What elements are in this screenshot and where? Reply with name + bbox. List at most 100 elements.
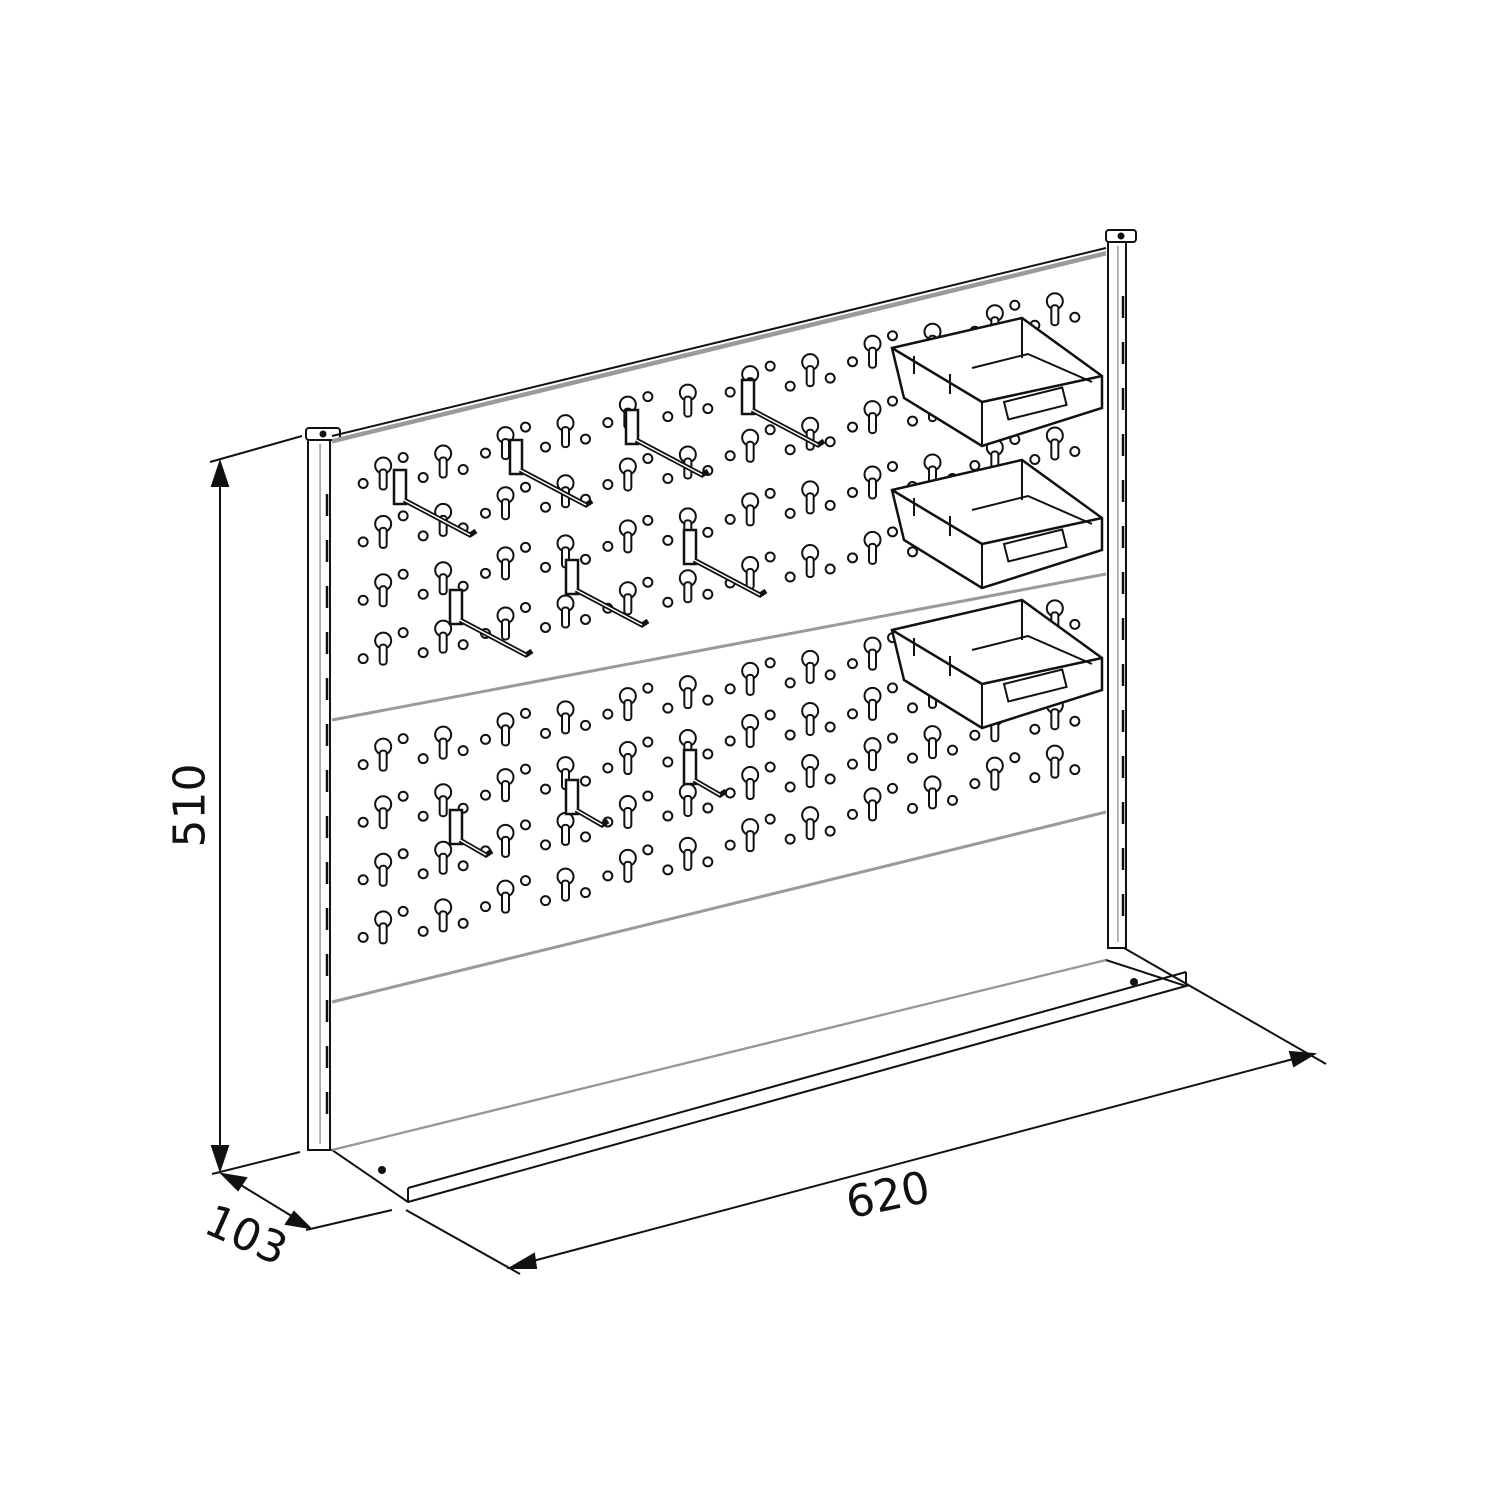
peg-hole-icon: [457, 464, 469, 476]
peg-hole-icon: [784, 677, 796, 689]
hook-bracket: [392, 468, 408, 506]
peg-hole-icon: [397, 510, 409, 522]
arrowhead-icon: [210, 1145, 230, 1174]
peg-hole-icon: [602, 762, 614, 774]
top-rail: [331, 247, 1107, 437]
keyhole-slot-icon: [501, 780, 510, 803]
peg-hole-icon: [457, 917, 469, 929]
peg-hole-icon: [540, 441, 551, 453]
peg-hole-icon: [417, 472, 429, 484]
keyhole-slot-icon: [378, 922, 388, 945]
peg-hole-icon: [702, 403, 714, 415]
peg-hole-icon: [397, 733, 409, 745]
arrowhead-icon: [284, 1210, 313, 1230]
peg-hole-icon: [520, 601, 531, 613]
peg-hole-icon: [907, 802, 918, 814]
peg-hole-icon: [580, 719, 591, 731]
peg-hole-icon: [480, 447, 491, 459]
keyhole-slot-icon: [683, 848, 693, 871]
peg-hole-icon: [784, 729, 796, 741]
peg-hole-icon: [887, 682, 898, 694]
keyhole-slot-icon: [745, 778, 755, 801]
peg-hole-icon: [397, 848, 409, 860]
hook-bracket: [508, 438, 524, 476]
hook-arm-highlight: [403, 499, 471, 536]
hook-arm-highlight: [693, 559, 761, 596]
peg-hole-icon: [947, 744, 958, 756]
peg-hole-icon: [824, 773, 836, 785]
keyhole-slot-icon: [1050, 438, 1060, 461]
top-rail-inner: [331, 251, 1107, 441]
peg-hole-icon: [724, 450, 736, 462]
peg-hole-icon: [520, 481, 531, 493]
peg-hole-icon: [784, 571, 796, 583]
keyhole-slot-icon: [805, 818, 815, 841]
keyhole-slot-icon: [623, 753, 633, 776]
peg-hole-icon: [1009, 299, 1021, 311]
width-dimension-line: [513, 1053, 1313, 1267]
keyhole-slot-icon: [928, 737, 937, 760]
keyhole-slot-icon: [378, 864, 388, 887]
hook-bracket: [564, 778, 580, 816]
peg-hole-icon: [357, 874, 369, 886]
peg-hole-icon: [457, 639, 469, 651]
keyhole-slot-icon: [623, 860, 633, 883]
peg-hole-icon: [847, 808, 858, 820]
keyhole-slot-icon: [561, 712, 570, 735]
peg-hole-icon: [397, 790, 409, 802]
keyhole-slot-icon: [438, 852, 448, 875]
keyhole-slot-icon: [378, 468, 388, 491]
keyhole-slot-icon: [805, 556, 815, 579]
shelf-screw-hole-icon: [378, 1166, 386, 1174]
peg-hole-icon: [642, 736, 654, 748]
peg-hole-icon: [642, 682, 654, 694]
peg-hole-icon: [847, 421, 858, 433]
arrowhead-icon: [1288, 1050, 1318, 1068]
peg-hole-icon: [602, 417, 614, 429]
peg-hole-icon: [824, 721, 836, 733]
hook-arm-highlight: [459, 839, 487, 856]
peg-hole-icon: [480, 507, 491, 519]
upright_right-cap-hole-icon: [1117, 232, 1125, 240]
bin-inner-floor: [971, 352, 1093, 383]
keyhole-slot-icon: [805, 661, 815, 684]
peg-hole-icon: [887, 330, 898, 342]
peg-hole-icon: [580, 613, 591, 625]
peg-hole-icon: [724, 386, 736, 398]
keyhole-slot-icon: [378, 643, 388, 666]
keyhole-slot-icon: [501, 724, 510, 747]
hook-bracket: [682, 748, 698, 786]
keyhole-slot-icon: [623, 806, 633, 829]
height-extension-top: [209, 435, 303, 463]
peg-hole-icon: [540, 621, 551, 633]
storage-bins: [890, 316, 1104, 730]
keyhole-slot-icon: [683, 794, 693, 817]
peg-hole-icon: [784, 507, 796, 519]
peg-hole-icon: [520, 819, 531, 831]
peg-hole-icon: [357, 594, 369, 606]
peg-hole-icon: [1069, 715, 1081, 727]
peg-hole-icon: [642, 452, 654, 464]
keyhole-slot-icon: [378, 807, 388, 830]
peg-hole-icon: [602, 708, 614, 720]
hook-arm-highlight: [575, 589, 643, 626]
peg-hole-icon: [1029, 453, 1041, 465]
keyhole-slot-icon: [868, 542, 877, 565]
peg-hole-icon: [480, 733, 491, 745]
peg-hole-icon: [847, 658, 858, 670]
peg-hole-icon: [662, 596, 674, 608]
peg-hole-icon: [887, 732, 898, 744]
keyhole-slot-icon: [805, 766, 815, 789]
keyhole-slot-icon: [1050, 304, 1060, 327]
hook-arm-highlight: [693, 779, 721, 796]
peg-hole-icon: [662, 810, 674, 822]
peg-hole-icon: [357, 653, 369, 665]
keyhole-slot-icon: [745, 725, 755, 748]
peg-hole-icon: [457, 745, 469, 757]
peg-hole-icon: [397, 905, 409, 917]
peg-hole-icon: [887, 460, 898, 472]
keyhole-slot-icon: [868, 648, 877, 671]
panel-divider: [331, 252, 1107, 444]
keyhole-slot-icon: [438, 737, 448, 760]
